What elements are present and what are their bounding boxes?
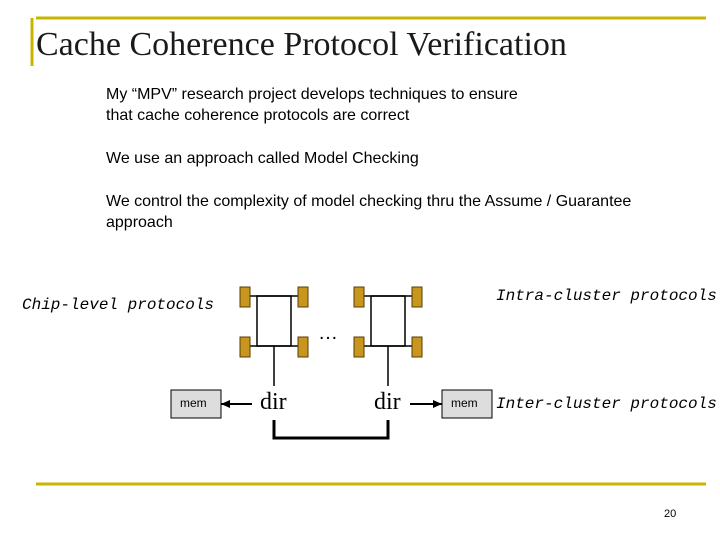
mem-right-box xyxy=(441,389,493,419)
paragraph-mpv: My “MPV” research project develops techn… xyxy=(106,84,706,126)
processor-right-top-right xyxy=(411,286,423,308)
label-chip-level: Chip-level protocols xyxy=(22,296,215,314)
page-number: 20 xyxy=(664,508,677,520)
processor-left-bottom-right xyxy=(297,336,309,358)
dir-right-label: dir xyxy=(374,389,401,415)
mem-left-label: mem xyxy=(180,396,207,410)
paragraph-line: We use an approach called Model Checking xyxy=(106,150,419,167)
processor-right-top-left xyxy=(353,286,365,308)
processor-right-bottom-right xyxy=(411,336,423,358)
dir-left-label: dir xyxy=(260,389,287,415)
mem-right-label: mem xyxy=(451,396,478,410)
paragraph-line: We control the complexity of model check… xyxy=(106,193,632,210)
paragraph-model-checking: We use an approach called Model Checking xyxy=(106,148,706,169)
arrowhead-icon xyxy=(221,400,230,408)
page-title: Cache Coherence Protocol Verification xyxy=(36,26,567,63)
cluster-ellipsis: … xyxy=(318,322,338,344)
left-cluster-bus xyxy=(256,295,292,347)
arrowhead-icon xyxy=(433,400,442,408)
label-inter-cluster: Inter-cluster protocols xyxy=(496,395,717,413)
right-cluster-bus xyxy=(370,295,406,347)
processor-left-bottom-left xyxy=(239,336,251,358)
paragraph-line: approach xyxy=(106,214,173,231)
inter-cluster-network xyxy=(272,420,390,440)
paragraph-line: My “MPV” research project develops techn… xyxy=(106,86,518,103)
processor-right-bottom-left xyxy=(353,336,365,358)
paragraph-line: that cache coherence protocols are corre… xyxy=(106,107,410,124)
paragraph-assume-guarantee: We control the complexity of model check… xyxy=(106,191,706,233)
mem-left-box xyxy=(170,389,222,419)
processor-left-top-left xyxy=(239,286,251,308)
label-intra-cluster: Intra-cluster protocols xyxy=(496,287,717,305)
processor-left-top-right xyxy=(297,286,309,308)
